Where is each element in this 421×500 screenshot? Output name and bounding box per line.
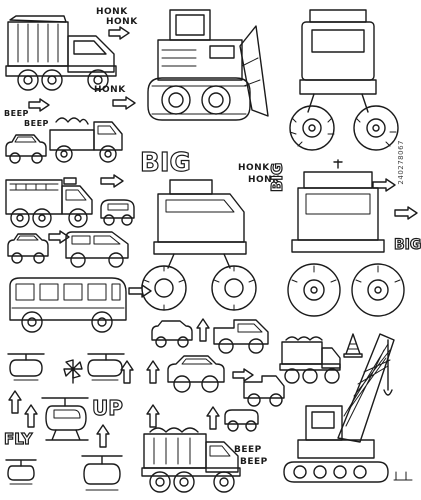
small-car-drawing bbox=[7, 233, 49, 264]
dump-truck-drawing bbox=[141, 427, 241, 493]
big-label: BIG bbox=[267, 162, 286, 193]
stock-watermark: 240278067 bbox=[397, 140, 405, 185]
car-drawing bbox=[167, 355, 225, 393]
monster-truck-drawing bbox=[289, 9, 399, 151]
arrow-right-icon bbox=[48, 230, 70, 244]
arrow-up-icon bbox=[120, 360, 134, 384]
honk-label: HONK bbox=[248, 175, 280, 185]
arrow-right-icon bbox=[128, 284, 152, 298]
honk-label: HONK bbox=[94, 85, 126, 95]
helicopter-drawing bbox=[87, 353, 125, 381]
small-car-drawing bbox=[5, 134, 47, 164]
bus-drawing bbox=[9, 277, 127, 333]
helicopter-drawing bbox=[41, 397, 89, 441]
beep-label: BEEP bbox=[4, 109, 29, 118]
tow-truck-drawing bbox=[213, 319, 269, 354]
arrow-up-icon bbox=[206, 406, 220, 430]
helicopter-drawing bbox=[7, 353, 45, 381]
beep-label: BEEP bbox=[24, 119, 49, 128]
beep-label: BEEP bbox=[234, 445, 262, 455]
big-label: BIG bbox=[139, 148, 191, 178]
up-label: UP bbox=[91, 396, 123, 420]
van-drawing bbox=[65, 231, 129, 268]
arrow-right-icon bbox=[112, 96, 136, 110]
honk-label: HONK bbox=[96, 7, 128, 17]
helicopter-drawing bbox=[5, 459, 37, 485]
arrow-right-icon bbox=[372, 178, 396, 192]
arrow-up-icon bbox=[96, 424, 110, 448]
helicopter-drawing bbox=[81, 455, 123, 491]
dump-truck-drawing bbox=[5, 15, 117, 91]
arrow-right-icon bbox=[232, 368, 254, 382]
small-car-drawing bbox=[224, 409, 259, 432]
small-car-drawing bbox=[151, 320, 193, 348]
monster-truck-drawing bbox=[287, 159, 405, 317]
honk-label: HONK bbox=[238, 163, 270, 173]
monster-truck-drawing bbox=[141, 179, 257, 311]
arrow-right-icon bbox=[108, 26, 130, 40]
arrow-right-icon bbox=[394, 206, 418, 220]
small-car-drawing bbox=[100, 199, 135, 226]
arrow-up-icon bbox=[24, 404, 38, 428]
big-label: BIG bbox=[393, 237, 421, 253]
fly-label: FLY bbox=[3, 430, 33, 448]
arrow-right-icon bbox=[28, 98, 50, 112]
honk-label: HONK bbox=[106, 17, 138, 27]
beep-label: BEEP bbox=[240, 457, 268, 467]
bulldozer-drawing bbox=[147, 9, 269, 121]
small-truck-drawing bbox=[243, 375, 285, 407]
arrow-up-icon bbox=[146, 360, 160, 384]
arrow-right-icon bbox=[100, 174, 124, 188]
arrow-up-icon bbox=[196, 318, 210, 342]
dump-truck-drawing bbox=[279, 336, 341, 384]
fire-truck-drawing bbox=[5, 177, 93, 228]
crane-drawing bbox=[283, 333, 413, 483]
arrow-up-icon bbox=[146, 404, 160, 428]
arrow-up-icon bbox=[8, 390, 22, 414]
pinwheel-icon bbox=[63, 359, 83, 384]
traffic-cone-icon bbox=[343, 333, 363, 358]
pickup-truck-drawing bbox=[49, 117, 123, 163]
